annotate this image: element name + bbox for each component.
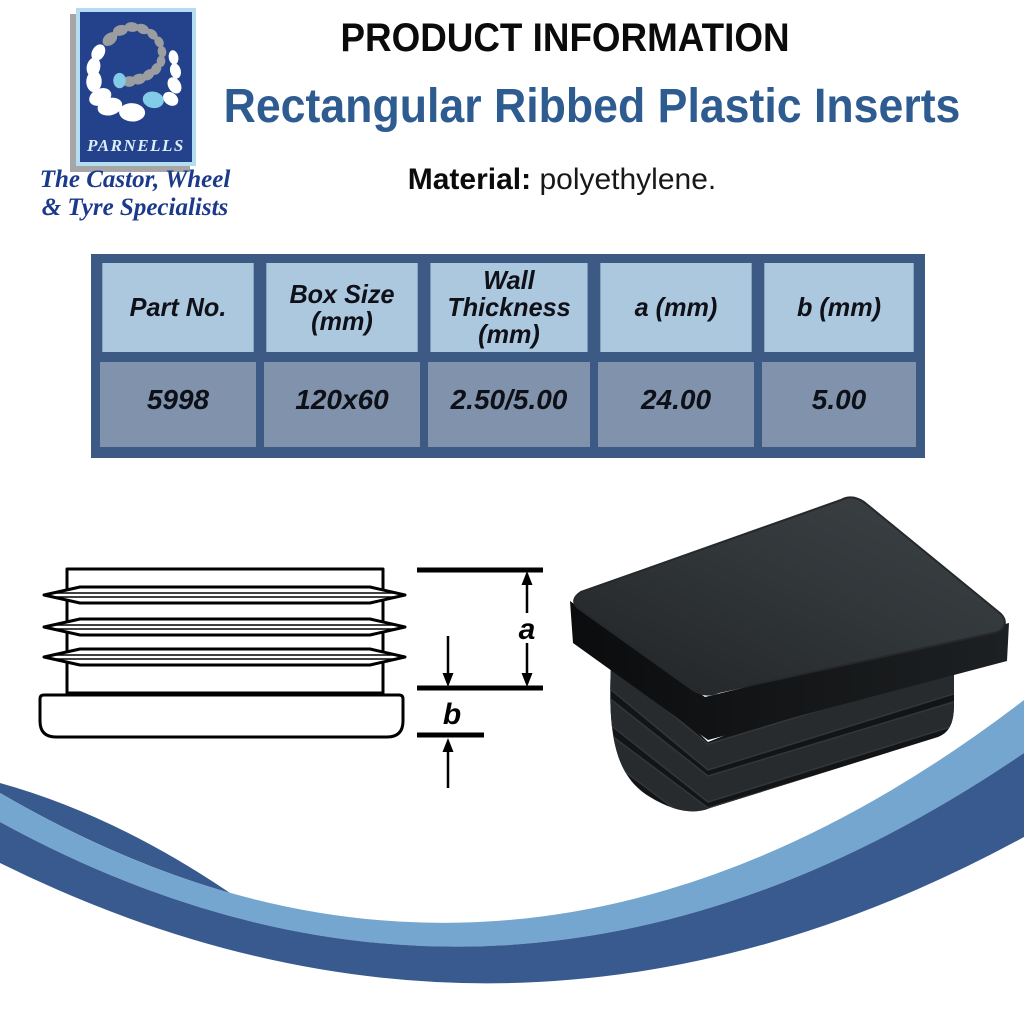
swoosh-dark-band <box>0 753 1024 984</box>
tagline-line-2: & Tyre Specialists <box>41 194 229 221</box>
dimension-a: a <box>417 567 543 691</box>
header-line: a (mm) <box>634 292 718 322</box>
col-header-box-size: Box Size (mm) <box>266 263 418 352</box>
drawing-fins <box>42 585 407 667</box>
header-line: Box Size <box>289 278 395 309</box>
col-header-part-no: Part No. <box>102 263 254 352</box>
tagline-line-1: The Castor, Wheel <box>39 166 231 193</box>
product-photo <box>570 496 1009 812</box>
dim-a-label: a <box>519 613 536 646</box>
technical-drawing: a b <box>38 567 543 788</box>
cell-wall-thickness: 2.50/5.00 <box>428 362 590 447</box>
header-line: b (mm) <box>796 292 882 322</box>
page-title: PRODUCT INFORMATION <box>340 16 790 60</box>
swoosh-light-band <box>0 700 1024 947</box>
dimension-b: b <box>417 698 484 788</box>
insert-cap-side <box>570 601 1009 740</box>
logo-bead-spiral-icon <box>86 22 182 122</box>
insert-cap-top <box>573 496 1006 696</box>
drawing-base-cap <box>38 693 405 739</box>
parnells-logo: PARNELLS <box>76 8 196 166</box>
cell-box-size: 120x60 <box>264 362 420 447</box>
material-label: Material: <box>407 163 532 196</box>
logo-wordmark: PARNELLS <box>87 136 185 155</box>
col-header-a-mm: a (mm) <box>600 263 752 352</box>
dim-b-label: b <box>443 698 461 731</box>
cell-part-no: 5998 <box>100 362 256 447</box>
header-line: Part No. <box>129 292 227 322</box>
brand-tagline: The Castor, Wheel & Tyre Specialists <box>18 166 252 222</box>
material-value: polyethylene. <box>531 163 717 196</box>
cell-a-mm: 24.00 <box>598 362 754 447</box>
header-line: Wall <box>483 265 535 295</box>
spec-table: Part No. Box Size (mm) Wall Thickness (m… <box>91 254 925 458</box>
swoosh-thin-arc <box>0 783 230 893</box>
material-line: Material: polyethylene. <box>282 163 842 197</box>
header-line: (mm) <box>478 319 540 349</box>
header-line: Thickness <box>447 292 571 322</box>
product-name-heading: Rectangular Ribbed Plastic Inserts <box>223 80 961 133</box>
header-line: (mm) <box>311 305 373 336</box>
col-header-b-mm: b (mm) <box>764 263 914 352</box>
col-header-wall-thickness: Wall Thickness (mm) <box>430 263 588 352</box>
cell-b-mm: 5.00 <box>762 362 916 447</box>
